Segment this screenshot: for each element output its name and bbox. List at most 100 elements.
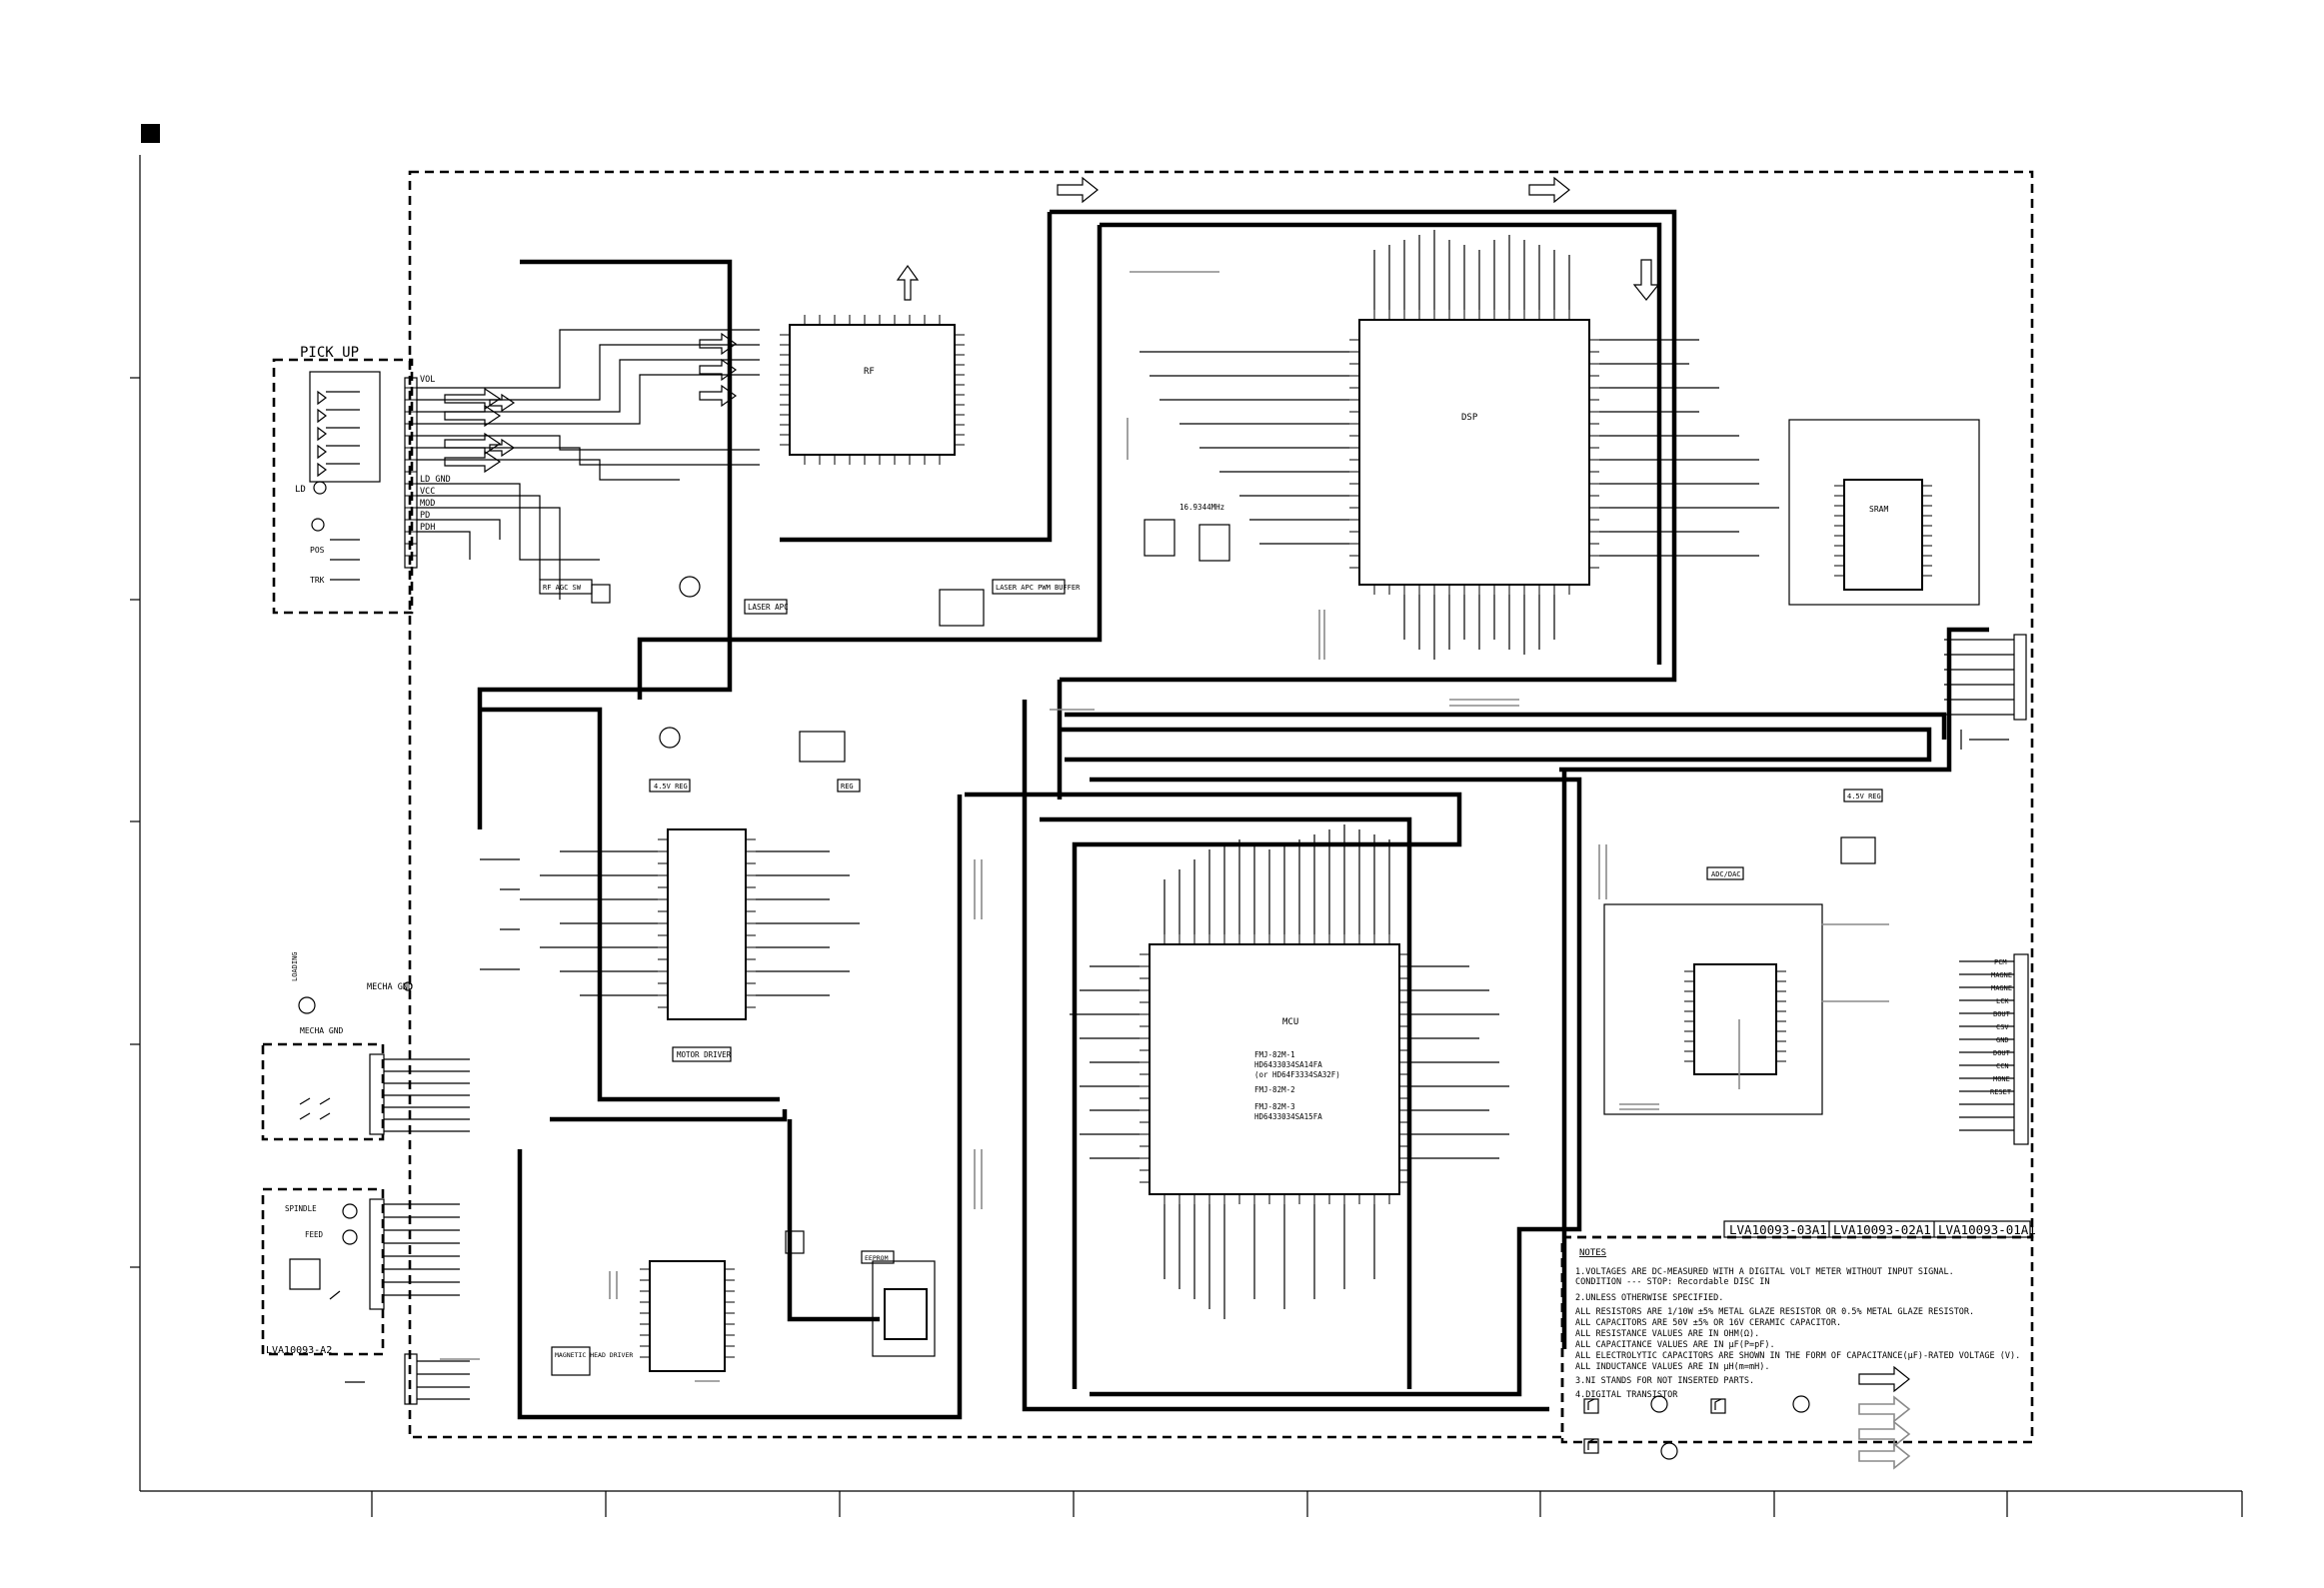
dsp-ic-pins <box>1349 310 1599 595</box>
note-2-capacitors: ALL CAPACITORS ARE 50V ±5% OR 16V CERAMI… <box>1575 1318 1841 1328</box>
connector-vol: VOL <box>420 375 435 385</box>
mecha-gnd-top-label: MECHA GND <box>367 982 413 992</box>
sram-ic-pins <box>1834 485 1932 577</box>
right-pin-9: MONE <box>1993 1075 2010 1083</box>
note-4: 4.DIGITAL TRANSISTOR <box>1575 1390 1678 1400</box>
spindle-label: SPINDLE <box>285 1204 317 1213</box>
dsp-bus-lines <box>1140 230 1779 660</box>
connector-vcc: VCC <box>420 487 435 497</box>
dsp-ic <box>1358 319 1590 586</box>
magnetic-head-transistor <box>785 1230 805 1254</box>
legend-arrows <box>1858 1365 1911 1470</box>
pickup-connector <box>404 377 418 569</box>
right-pin-8: CCN <box>1996 1062 2009 1070</box>
reg-transistor <box>659 727 681 749</box>
loading-motor <box>298 996 316 1014</box>
loading-label: LOADING <box>291 951 299 981</box>
sram-ic <box>1843 479 1923 591</box>
main-board-outline <box>408 170 2034 1439</box>
loading-block-outline <box>261 1042 385 1141</box>
board-label-row: LVA10093-03A1 LVA10093-02A1 LVA10093-01A… <box>1723 1220 2036 1238</box>
eeprom-outline <box>872 1260 936 1357</box>
right-pin-4: BOUT <box>1993 1010 2011 1018</box>
note-2: 2.UNLESS OTHERWISE SPECIFIED. <box>1575 1293 1723 1303</box>
spindle-feed-internals <box>289 1198 460 1310</box>
loading-block-internals <box>299 1053 470 1135</box>
magnetic-head-driver-pins <box>640 1268 735 1358</box>
connector-pd: PD <box>420 511 430 521</box>
pickup-ld-label: LD <box>295 485 306 495</box>
right-pin-3: LCK <box>1996 997 2009 1005</box>
clock-oscillator <box>1144 519 1230 562</box>
note-2-inductance: ALL INDUCTANCE VALUES ARE IN μH(m=mH). <box>1575 1362 1769 1372</box>
motor-driver-label-box <box>672 1046 732 1062</box>
reg-box <box>837 779 861 793</box>
note-2-resistance: ALL RESISTANCE VALUES ARE IN OHM(Ω). <box>1575 1329 1759 1339</box>
top-hollow-arrows <box>896 176 1660 301</box>
right-output-connector <box>1959 953 2029 1145</box>
reg-ic <box>799 731 846 763</box>
rf-agc-sw-label: RF AGC SW <box>543 584 582 592</box>
note-1-condition: CONDITION --- STOP: Recordable DISC IN <box>1575 1277 1769 1287</box>
title-marker <box>141 124 160 143</box>
reg-45v-label: 4.5V REG <box>654 783 688 791</box>
mecha-gnd-label: MECHA GND <box>300 1026 344 1035</box>
adc-dac-ic <box>1693 963 1777 1075</box>
grey-signal-lines <box>440 271 1889 1382</box>
right-pin-5: CSV <box>1996 1023 2009 1031</box>
note-1: 1.VOLTAGES ARE DC-MEASURED WITH A DIGITA… <box>1575 1267 1954 1277</box>
mcu-part-1: FMJ-82M-1 <box>1254 1050 1295 1059</box>
mecha-gnd-top-terminal <box>403 981 413 991</box>
laser-apc-pwm-buffer-label: LASER APC PWM BUFFER <box>996 584 1081 592</box>
right-pin-0: PCM <box>1994 958 2007 966</box>
note-2-resistors: ALL RESISTORS ARE 1/10W ±5% METAL GLAZE … <box>1575 1307 1974 1317</box>
magnetic-head-driver-ic <box>649 1260 726 1372</box>
notes-list: 1.VOLTAGES ARE DC-MEASURED WITH A DIGITA… <box>1575 1267 2020 1400</box>
eeprom-label: EEPROM <box>865 1254 889 1262</box>
mcu-part-4: FMJ-82M-2 <box>1254 1085 1295 1094</box>
motor-driver-label: MOTOR DRIVER <box>677 1050 732 1059</box>
spindle-feed-outline <box>261 1187 385 1356</box>
right-pin-7: DOUT <box>1993 1049 2011 1057</box>
rf-ic-pins <box>780 315 965 465</box>
feed-label: FEED <box>305 1230 324 1239</box>
motor-driver-pins <box>658 838 756 1008</box>
rf-transistor <box>679 576 701 598</box>
eeprom-ic <box>884 1288 928 1340</box>
heavy-bus-lines <box>477 209 1989 1420</box>
connector-ld-gnd: LD GND <box>420 475 451 485</box>
board-label-02: LVA10093-02A1 <box>1833 1222 1931 1237</box>
right-pin-1: MAGNE <box>1991 971 2012 979</box>
adc-dac-label: ADC/DAC <box>1711 870 1741 878</box>
right-pin-6: GND <box>1996 1036 2009 1044</box>
adc-dac-label-box <box>1706 866 1744 880</box>
mcu-part-2: HD6433034SA14FA <box>1254 1060 1322 1069</box>
mcu-part-5: FMJ-82M-3 <box>1254 1102 1295 1111</box>
rf-sw-ic <box>591 584 611 604</box>
mcu-part-6: HD6433034SA15FA <box>1254 1112 1322 1121</box>
sram-outline <box>1788 419 1980 606</box>
digital-transistor-symbols <box>1583 1395 1810 1460</box>
reg-45v-box <box>649 779 691 793</box>
dsp-ic-label: DSP <box>1461 413 1478 423</box>
laser-apc-pwm-buffer-box <box>992 579 1066 595</box>
rf-ic-label: RF <box>864 367 875 377</box>
magnetic-head-driver-label: MAGNETIC HEAD DRIVER <box>555 1351 633 1359</box>
pickup-wiring <box>417 329 760 600</box>
mcu-bus-lines <box>1070 824 1509 1319</box>
mcu-part-3: (or HD64F3334SA32F) <box>1254 1070 1340 1079</box>
note-2-electrolytic: ALL ELECTROLYTIC CAPACITORS ARE SHOWN IN… <box>1575 1351 2020 1361</box>
mcu-ic-pins <box>1140 934 1409 1204</box>
eeprom-label-box <box>861 1250 895 1264</box>
pickup-internals <box>309 371 381 581</box>
pickup-trk-label: TRK <box>310 576 325 585</box>
laser-apc-label: LASER APC <box>748 603 789 612</box>
magnetic-head-driver-box <box>551 1346 591 1376</box>
right-pin-2: MAGNE <box>1991 984 2012 992</box>
board-label-a2: LVA10093-A2 <box>266 1345 332 1356</box>
pickup-signal-arrows <box>444 332 738 474</box>
reg-label: REG <box>841 783 854 791</box>
adc-dac-outline <box>1603 903 1823 1115</box>
mcu-ic <box>1149 943 1400 1195</box>
right-pin-10: RESET <box>1990 1088 2012 1096</box>
